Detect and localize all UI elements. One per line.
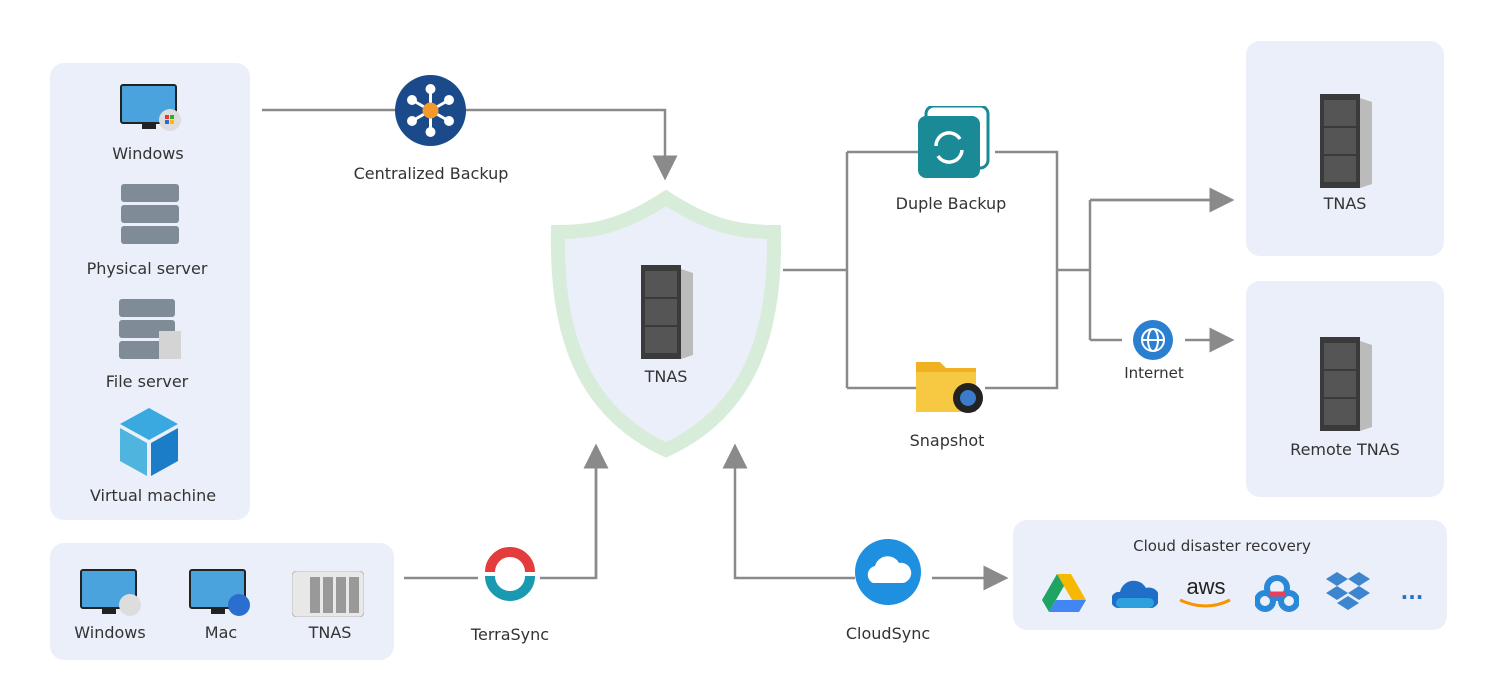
aws-logo: aws	[1179, 574, 1231, 608]
dropbox-icon	[1326, 572, 1370, 610]
onedrive-icon	[1112, 580, 1158, 608]
source-label: File server	[105, 372, 189, 391]
center-tnas-label: TNAS	[644, 367, 688, 386]
cube-icon	[120, 408, 178, 476]
server-rack-icon	[121, 184, 179, 244]
baidu-cloud-icon	[1255, 575, 1299, 612]
centralized-backup-icon	[395, 75, 466, 146]
tnas-tower-icon	[641, 265, 693, 359]
file-server-icon	[119, 299, 181, 359]
windows-pc-icon	[120, 84, 181, 131]
centralized-backup-label: Centralized Backup	[353, 164, 509, 183]
cloud-panel	[1013, 520, 1447, 630]
more-providers: ...	[1400, 580, 1424, 604]
remote-tnas-label: Remote TNAS	[1290, 440, 1400, 459]
cloud-panel-title: Cloud disaster recovery	[1133, 537, 1311, 555]
duple-backup-label: Duple Backup	[895, 194, 1007, 213]
nas-device-icon	[292, 571, 364, 617]
remote-tnas-tower-icon	[1320, 337, 1372, 431]
snapshot-label: Snapshot	[909, 431, 985, 450]
svg-text:aws: aws	[1186, 574, 1225, 599]
internet-label: Internet	[1124, 364, 1184, 382]
source-label: Physical server	[86, 259, 208, 278]
sync-source-label: Windows	[74, 623, 146, 642]
sync-source-label: Mac	[204, 623, 238, 642]
terrasync-label: TerraSync	[470, 625, 550, 644]
mac-pc-icon	[189, 569, 250, 616]
cloudsync-label: CloudSync	[845, 624, 931, 643]
cloudsync-icon	[855, 539, 921, 605]
source-label: Windows	[112, 144, 184, 163]
duple-backup-icon	[918, 106, 990, 178]
windows-pc-icon	[80, 569, 141, 616]
tnas-target-label: TNAS	[1323, 194, 1367, 213]
sources-panel	[50, 63, 250, 520]
google-drive-icon	[1042, 574, 1086, 612]
source-label: Virtual machine	[89, 486, 217, 505]
globe-icon	[1133, 320, 1173, 360]
tnas-tower-icon	[1320, 94, 1372, 188]
sync-source-label: TNAS	[308, 623, 352, 642]
terrasync-icon	[485, 547, 535, 601]
snapshot-folder-icon	[916, 362, 983, 413]
